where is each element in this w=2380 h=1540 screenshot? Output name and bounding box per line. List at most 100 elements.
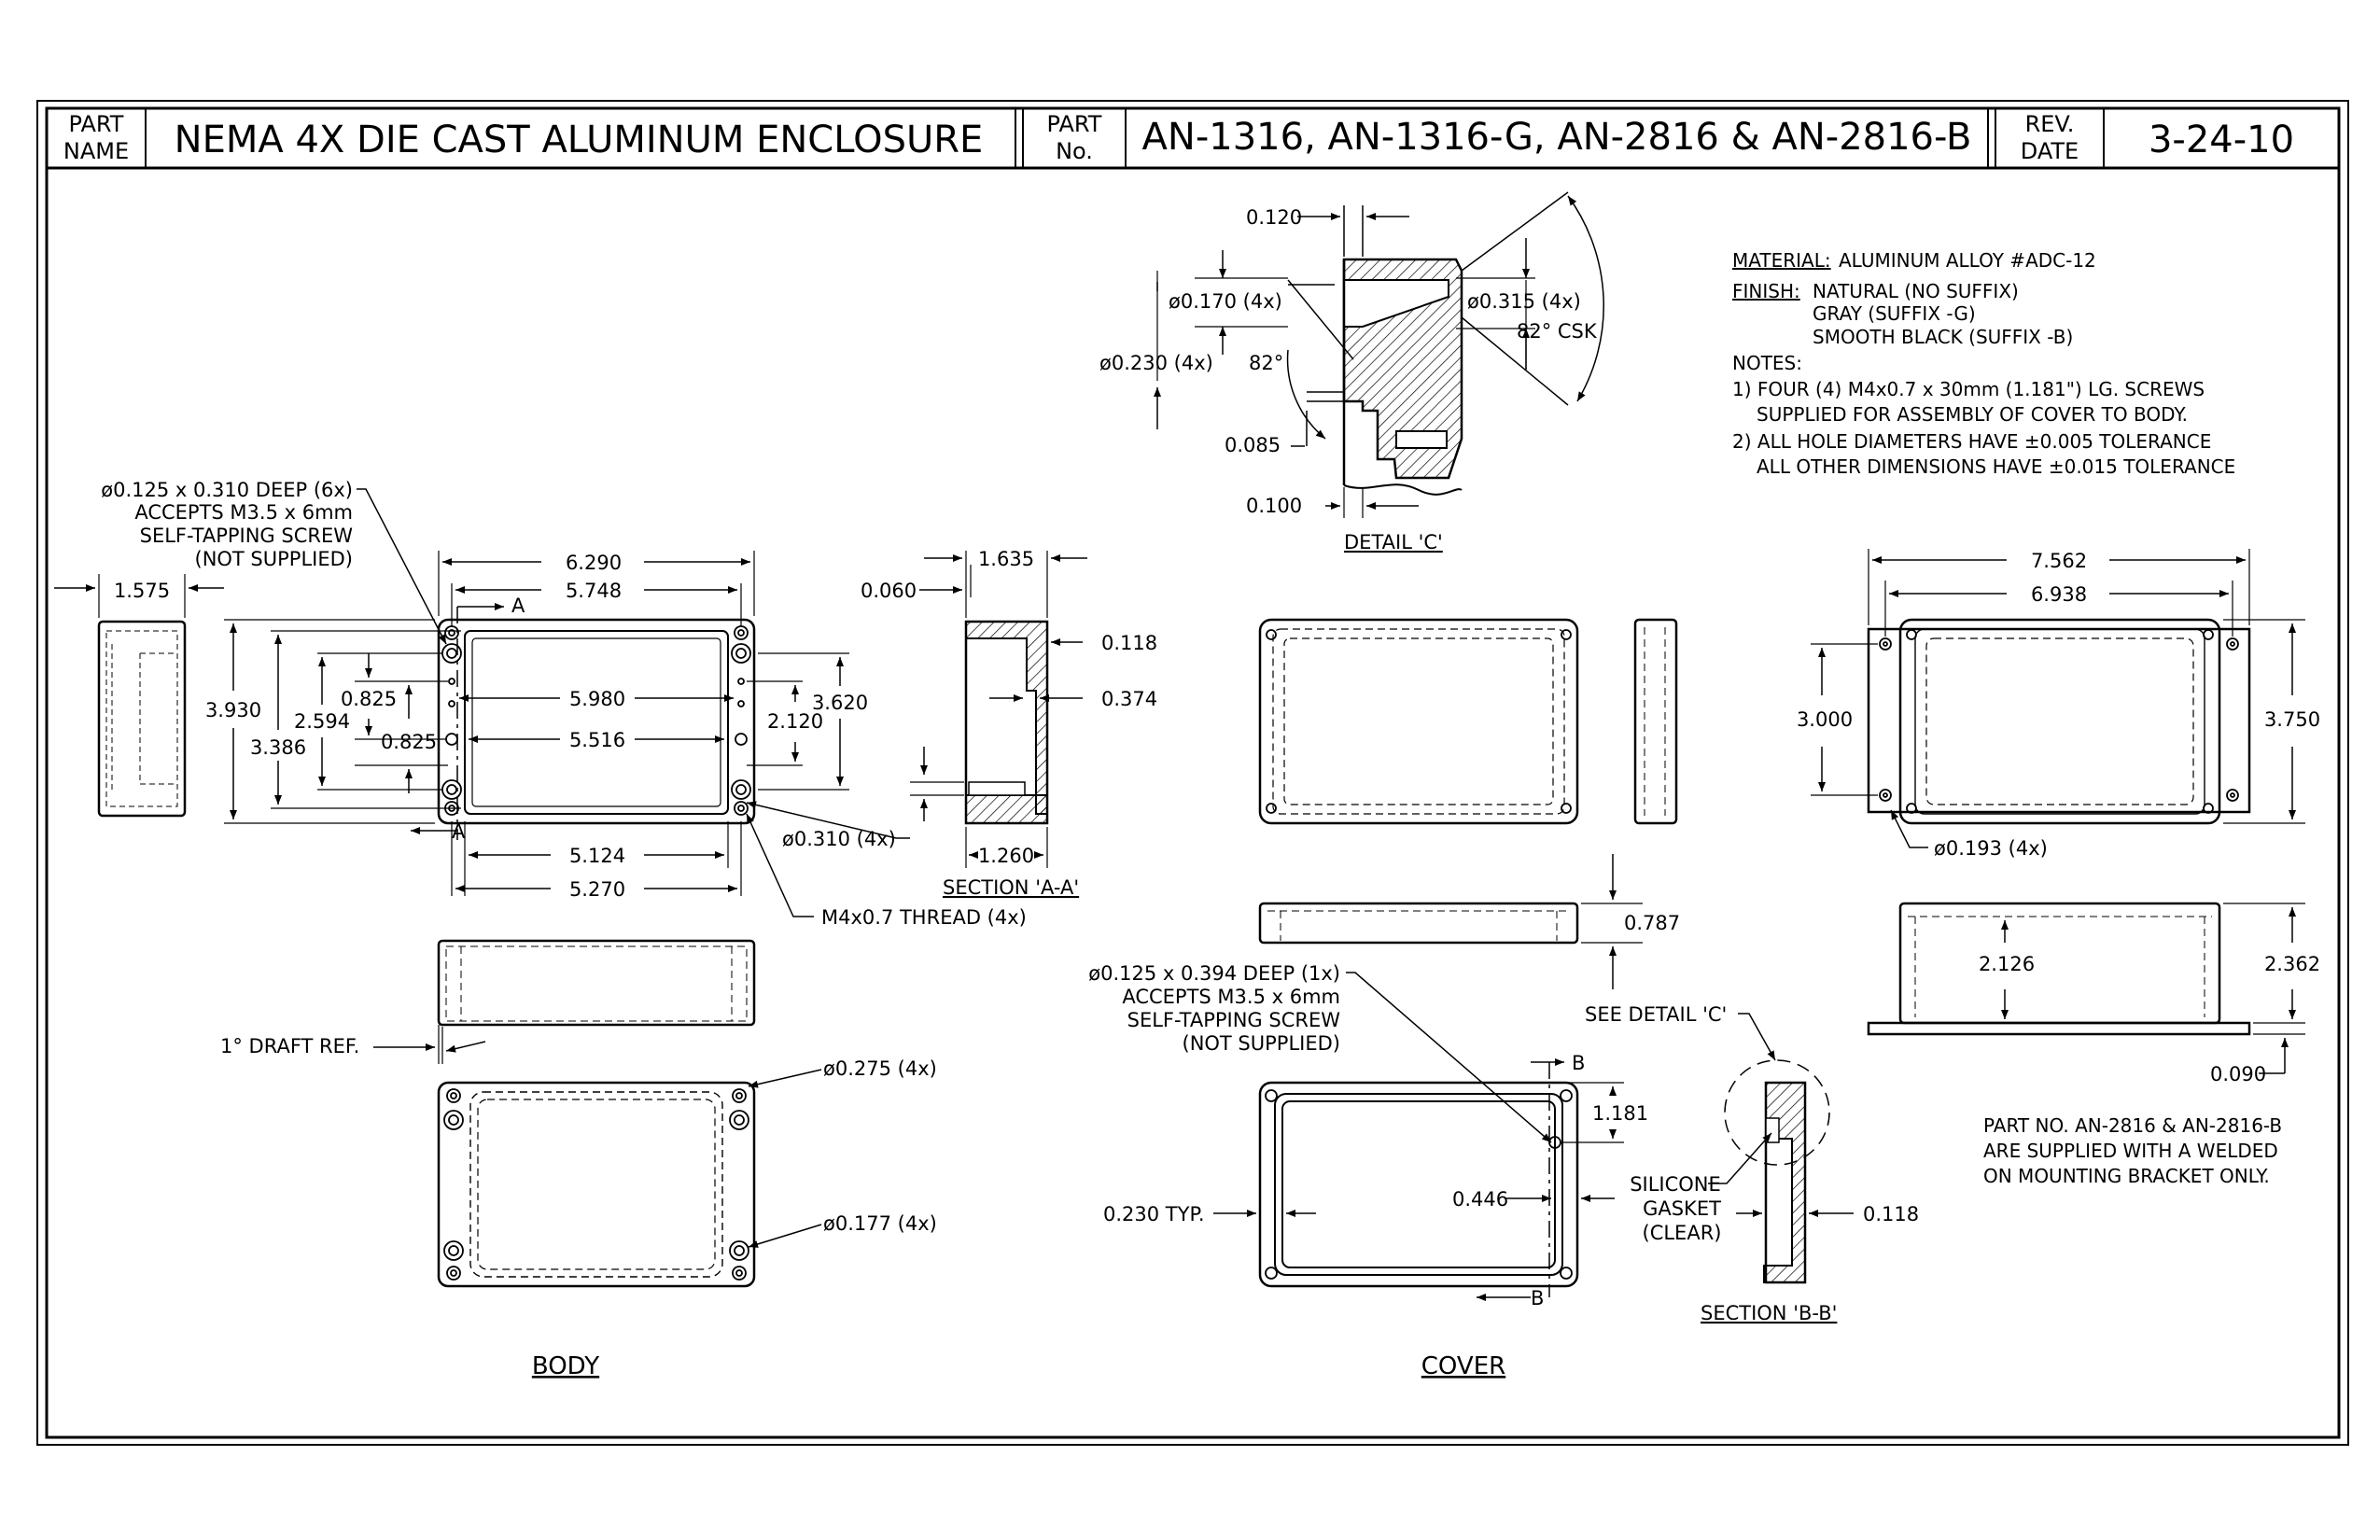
dim-6938: 6.938 xyxy=(2031,583,2087,606)
cover-front-view: 0.787 xyxy=(1258,854,1680,989)
dim-2126: 2.126 xyxy=(1979,953,2035,975)
cover-screw-note-1: ø0.125 x 0.394 DEEP (1x) xyxy=(1088,962,1340,985)
dim-82-csk: 82° CSK xyxy=(1517,320,1598,343)
detail-c-view: 0.120 ø0.170 (4x) ø0.230 (4x) 82° 0.085 … xyxy=(1099,191,1604,553)
note-2a: 2) ALL HOLE DIAMETERS HAVE ±0.005 TOLERA… xyxy=(1732,430,2211,453)
notes-label: NOTES: xyxy=(1732,352,1802,374)
dim-0374: 0.374 xyxy=(1101,688,1157,710)
dim-7562: 7.562 xyxy=(2031,550,2087,572)
cover-bottom-view: B B 1.181 0.446 0.230 TYP. COVER xyxy=(1103,1052,1648,1380)
part-no-label: PART xyxy=(1047,111,1102,137)
bracket-top-view: 7.562 6.938 3.000 3.750 ø0.193 (4x) xyxy=(1797,549,2320,860)
dim-2120: 2.120 xyxy=(767,710,823,733)
body-screw-note-4: (NOT SUPPLIED) xyxy=(195,548,354,570)
bracket-note-2: ARE SUPPLIED WITH A WELDED xyxy=(1983,1140,2278,1162)
dim-0193: ø0.193 (4x) xyxy=(1934,837,2048,860)
part-no-label-2: No. xyxy=(1056,138,1093,164)
dim-0120: 0.120 xyxy=(1246,206,1302,229)
cover-side-view xyxy=(1633,618,1678,825)
dim-0446: 0.446 xyxy=(1452,1188,1508,1211)
see-detail-c: SEE DETAIL 'C' xyxy=(1585,1003,1727,1026)
body-screw-note-3: SELF-TAPPING SCREW xyxy=(140,525,354,547)
dim-0825-bottom: 0.825 xyxy=(381,731,437,753)
rev-label: REV. xyxy=(2025,111,2075,137)
section-aa-view: 1.635 0.060 0.118 0.374 1.260 SECTION 'A… xyxy=(861,548,1157,899)
dim-0170: ø0.170 (4x) xyxy=(1169,290,1282,313)
cover-top-view xyxy=(1258,618,1579,825)
section-aa-title: SECTION 'A-A' xyxy=(943,876,1079,899)
bracket-note-3: ON MOUNTING BRACKET ONLY. xyxy=(1983,1165,2270,1187)
material-notes: MATERIAL: ALUMINUM ALLOY #ADC-12 FINISH:… xyxy=(1732,249,2282,1187)
part-name: NEMA 4X DIE CAST ALUMINUM ENCLOSURE xyxy=(175,119,984,161)
gasket-label-3: (CLEAR) xyxy=(1643,1222,1722,1244)
dim-3750: 3.750 xyxy=(2264,708,2320,731)
note-1b: SUPPLIED FOR ASSEMBLY OF COVER TO BODY. xyxy=(1757,403,2188,426)
dim-0310: ø0.310 (4x) xyxy=(782,828,896,850)
dim-6290: 6.290 xyxy=(566,552,622,574)
part-name-label: PART xyxy=(69,111,124,137)
gasket-label-1: SILICONE xyxy=(1630,1173,1721,1196)
finish-label: FINISH: xyxy=(1732,280,1800,302)
body-title: BODY xyxy=(532,1352,599,1380)
body-screw-note-1: ø0.125 x 0.310 DEEP (6x) xyxy=(101,479,353,501)
body-screw-note: ø0.125 x 0.310 DEEP (6x) ACCEPTS M3.5 x … xyxy=(101,479,447,645)
dim-0118: 0.118 xyxy=(1101,632,1157,654)
dim-0085: 0.085 xyxy=(1225,434,1281,456)
note-2b: ALL OTHER DIMENSIONS HAVE ±0.015 TOLERAN… xyxy=(1757,455,2235,478)
dim-5516: 5.516 xyxy=(569,729,625,751)
dim-2594: 2.594 xyxy=(294,710,350,733)
dim-3930: 3.930 xyxy=(205,699,261,721)
rev-label-2: DATE xyxy=(2021,138,2079,164)
sheet-border xyxy=(36,100,2349,1446)
dim-0275: ø0.275 (4x) xyxy=(823,1057,937,1080)
material-label: MATERIAL: xyxy=(1732,249,1831,272)
dim-0177: ø0.177 (4x) xyxy=(823,1212,937,1235)
dim-5980: 5.980 xyxy=(569,688,625,710)
bracket-front-view: 2.126 2.362 0.090 xyxy=(1867,902,2320,1085)
dim-5748: 5.748 xyxy=(566,580,622,602)
dim-1575: 1.575 xyxy=(114,580,170,602)
dim-5124: 5.124 xyxy=(569,845,625,867)
body-side-view: 1.575 xyxy=(54,574,224,818)
dim-3386: 3.386 xyxy=(250,736,306,759)
note-1a: 1) FOUR (4) M4x0.7 x 30mm (1.181") LG. S… xyxy=(1732,378,2205,400)
gasket-label-2: GASKET xyxy=(1643,1197,1721,1220)
cover-screw-note-3: SELF-TAPPING SCREW xyxy=(1127,1009,1341,1031)
draft-note: 1° DRAFT REF. xyxy=(220,1035,359,1057)
dim-0315: ø0.315 (4x) xyxy=(1467,290,1581,313)
cover-screw-note-2: ACCEPTS M3.5 x 6mm xyxy=(1122,986,1340,1008)
dim-0060: 0.060 xyxy=(861,580,917,602)
dim-3000: 3.000 xyxy=(1797,708,1853,731)
section-bb-title: SECTION 'B-B' xyxy=(1701,1302,1837,1324)
body-bottom-view: ø0.275 (4x) ø0.177 (4x) BODY xyxy=(437,1057,937,1380)
dim-0118-gasket: 0.118 xyxy=(1863,1203,1919,1225)
section-b-top: B xyxy=(1572,1052,1585,1074)
part-name-label-2: NAME xyxy=(63,138,129,164)
dim-1260: 1.260 xyxy=(978,845,1034,867)
part-number: AN-1316, AN-1316-G, AN-2816 & AN-2816-B xyxy=(1142,116,1972,159)
material-value: ALUMINUM ALLOY #ADC-12 xyxy=(1839,249,2096,272)
dim-0787: 0.787 xyxy=(1624,912,1680,934)
section-a-bottom: A xyxy=(452,820,466,843)
body-screw-note-2: ACCEPTS M3.5 x 6mm xyxy=(134,501,353,524)
finish-black: SMOOTH BLACK (SUFFIX -B) xyxy=(1813,326,2073,348)
dim-0825-top: 0.825 xyxy=(341,688,397,710)
dim-5270: 5.270 xyxy=(569,878,625,901)
title-block: PART NAME NEMA 4X DIE CAST ALUMINUM ENCL… xyxy=(63,111,2294,164)
cover-screw-note: ø0.125 x 0.394 DEEP (1x) ACCEPTS M3.5 x … xyxy=(1088,962,1552,1143)
thread-note: M4x0.7 THREAD (4x) xyxy=(821,906,1027,929)
body-front-view: 1° DRAFT REF. xyxy=(220,939,756,1064)
dim-82-angle: 82° xyxy=(1249,352,1283,374)
section-a-top: A xyxy=(511,595,525,617)
bracket-note-1: PART NO. AN-2816 & AN-2816-B xyxy=(1983,1114,2282,1137)
detail-c-title: DETAIL 'C' xyxy=(1344,531,1443,553)
dim-1181: 1.181 xyxy=(1592,1102,1648,1125)
cover-title: COVER xyxy=(1421,1352,1505,1380)
cover-screw-note-4: (NOT SUPPLIED) xyxy=(1183,1032,1341,1055)
dim-0230-typ: 0.230 TYP. xyxy=(1103,1203,1205,1225)
rev-date: 3-24-10 xyxy=(2149,119,2294,161)
section-b-bottom: B xyxy=(1531,1287,1544,1309)
finish-natural: NATURAL (NO SUFFIX) xyxy=(1813,280,2019,302)
finish-gray: GRAY (SUFFIX -G) xyxy=(1813,302,1976,325)
